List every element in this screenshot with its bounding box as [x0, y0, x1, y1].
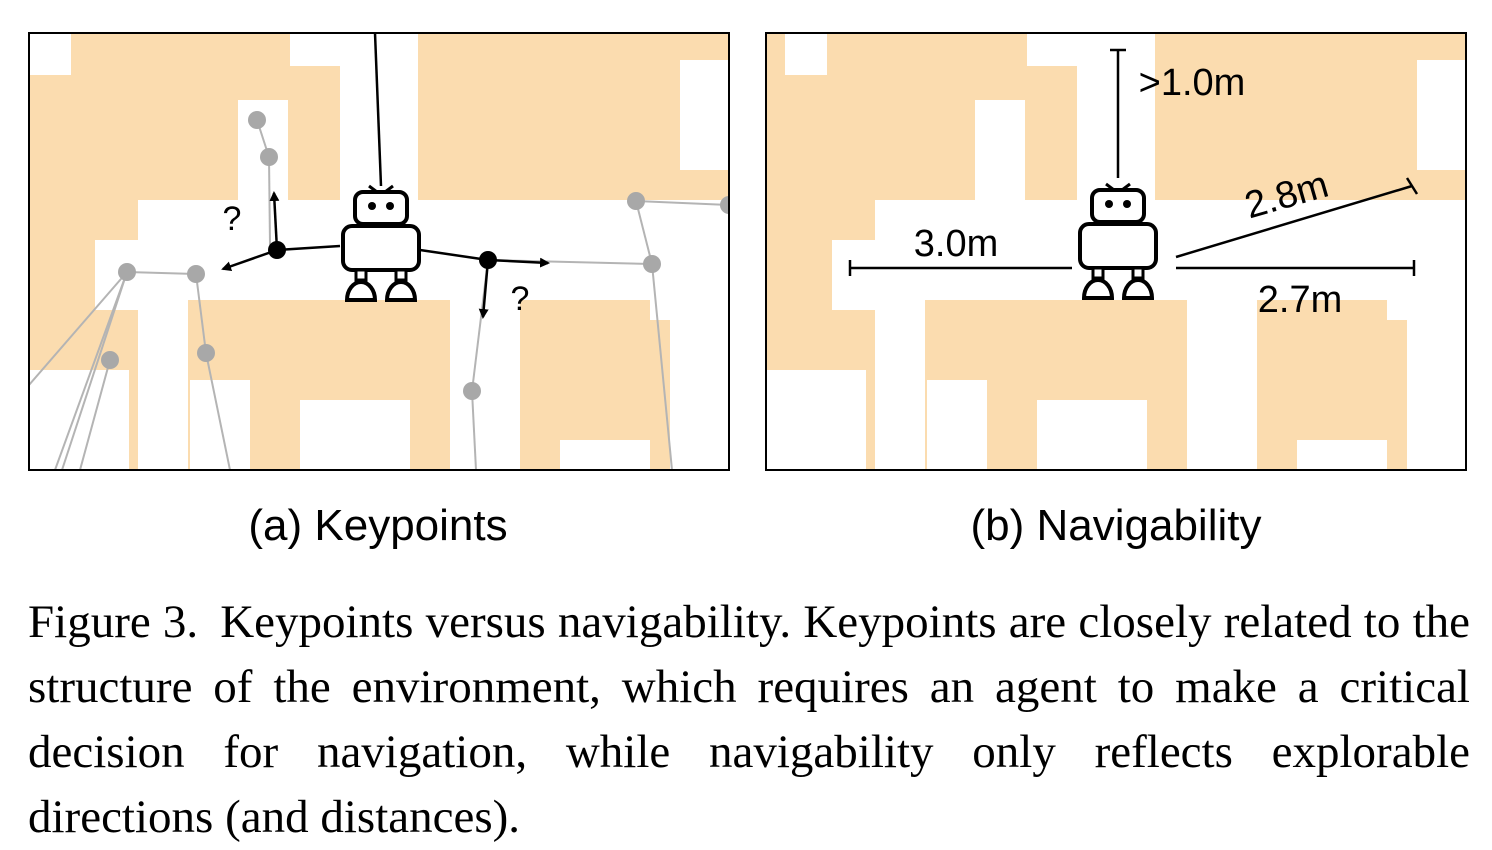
figure-caption: Figure 3.Keypoints versus navigability. …	[28, 590, 1470, 850]
panel-a-question-right: ?	[511, 280, 530, 318]
panel-a-question-left: ?	[223, 200, 242, 238]
distance-label-up: >1.0m	[1139, 62, 1246, 104]
caption-text: Keypoints versus navigability. Keypoints…	[28, 596, 1470, 843]
panel-a-free-space	[29, 33, 728, 470]
panel-b-distance-rays	[848, 48, 1419, 276]
distance-label-right: 2.7m	[1258, 279, 1342, 321]
panel-a-sublabel: (a) Keypoints	[248, 501, 508, 550]
panel-b-sublabel: (b) Navigability	[970, 501, 1262, 550]
panel-a-keypoints: ? ?	[28, 32, 730, 471]
panel-a-decision-arrows	[221, 191, 550, 319]
distance-label-left: 3.0m	[914, 223, 998, 265]
panel-b-free-space	[766, 33, 1465, 470]
panel-a-keypoint-nodes	[101, 111, 729, 400]
panel-b-navigability: >1.0m 3.0m 2.8m 2.7m	[765, 32, 1467, 471]
panel-a-decision-nodes	[268, 241, 497, 269]
figure-label: Figure 3.	[28, 596, 199, 648]
